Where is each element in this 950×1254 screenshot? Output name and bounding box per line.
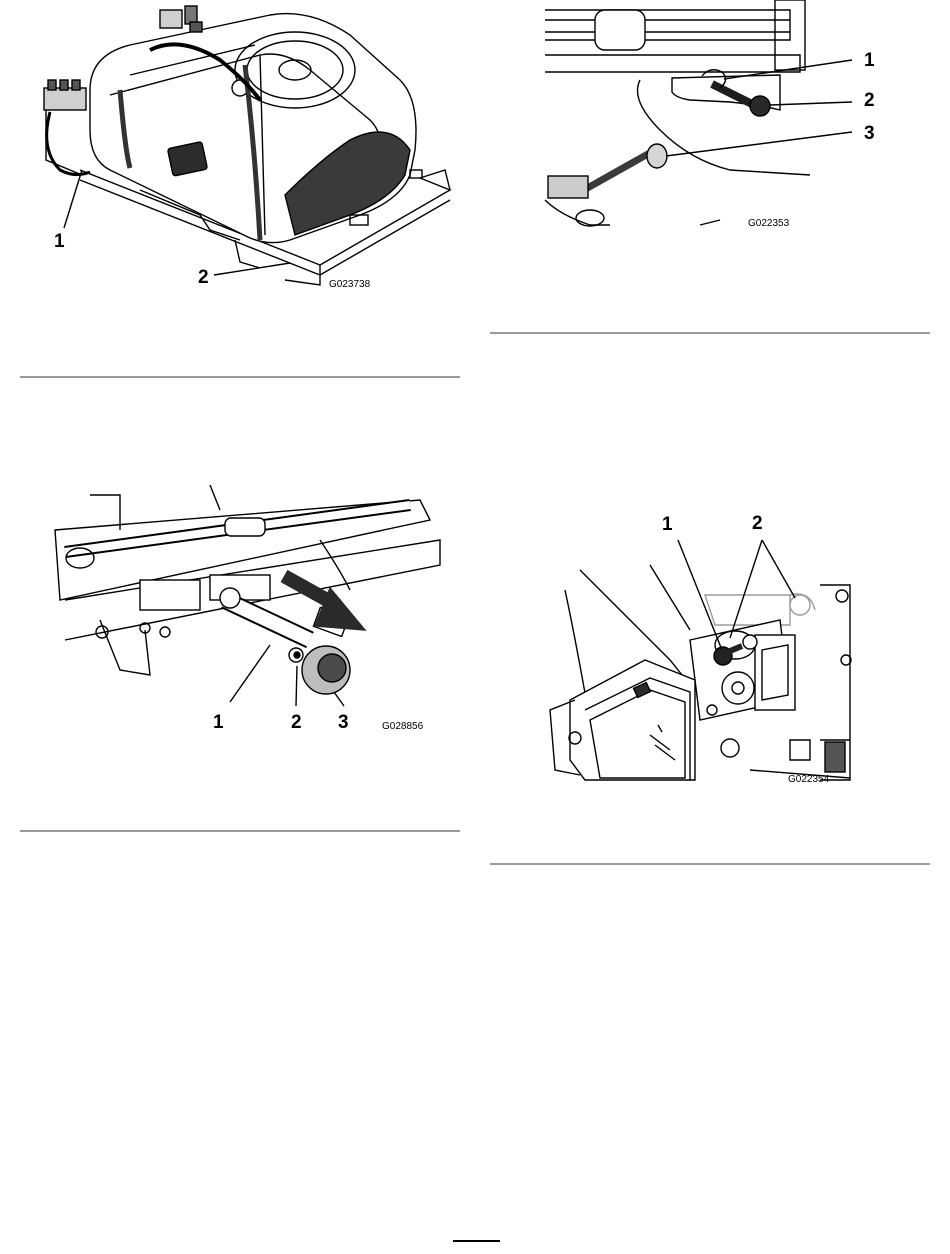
arm-removal-illustration	[20, 480, 460, 740]
hitch-detail-illustration	[490, 510, 930, 795]
figure-arm-callout-2: 2	[291, 713, 302, 732]
figure-pin-callout-1: 1	[864, 51, 875, 70]
divider-right-2	[490, 863, 930, 865]
figure-arm-callout-3: 3	[338, 713, 349, 732]
figure-pin-id: G022353	[748, 219, 789, 229]
figure-arm-id: G028856	[382, 722, 423, 732]
divider-right-1	[490, 332, 930, 334]
page-footer-rule	[453, 1240, 500, 1242]
figure-hitch-callout-1: 1	[662, 515, 673, 534]
figure-arm-callout-1: 1	[213, 713, 224, 732]
figure-hitch-callout-2: 2	[752, 514, 763, 533]
figure-arm-removal: 1 2 3 G028856	[20, 480, 460, 740]
figure-hitch-id: G022354	[788, 775, 829, 785]
figure-pin-callout-3: 3	[864, 124, 875, 143]
figure-tank-assembly: 1 2 G023738	[20, 0, 460, 300]
figure-tank-callout-1: 1	[54, 232, 65, 251]
divider-left-2	[20, 830, 460, 832]
tank-assembly-illustration	[20, 0, 460, 300]
pin-detail-illustration	[490, 0, 930, 240]
figure-tank-callout-2: 2	[198, 268, 209, 287]
divider-left-1	[20, 376, 460, 378]
figure-pin-detail: 1 2 3 G022353	[490, 0, 930, 240]
figure-hitch-detail: 1 2 G022354	[490, 510, 930, 795]
figure-tank-id: G023738	[329, 280, 370, 290]
figure-pin-callout-2: 2	[864, 91, 875, 110]
